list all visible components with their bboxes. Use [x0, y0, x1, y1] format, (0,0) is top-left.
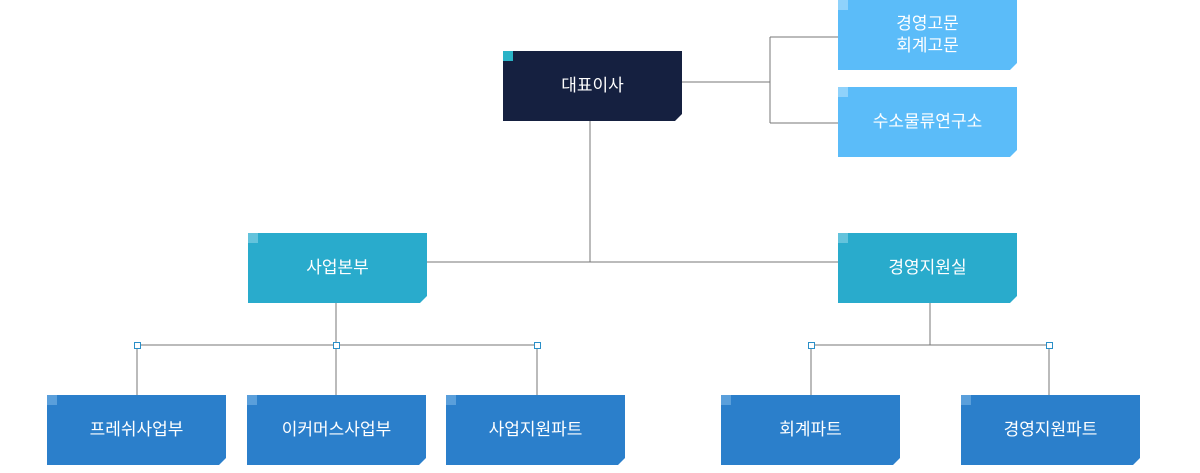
junction-dot-biz-support — [534, 342, 541, 349]
fresh-biz-box: 프레쉬사업부 — [47, 395, 226, 465]
junction-dot-ecommerce — [333, 342, 340, 349]
mgmt-support-label: 경영지원실 — [888, 258, 967, 278]
lab-box: 수소물류연구소 — [838, 87, 1017, 157]
junction-dot-accounting — [808, 342, 815, 349]
mgmt-support-part-box: 경영지원파트 — [961, 395, 1140, 465]
ecommerce-biz-box: 이커머스사업부 — [247, 395, 426, 465]
ceo-label: 대표이사 — [561, 76, 624, 96]
accounting-part-label: 회계파트 — [779, 420, 842, 440]
ceo-box: 대표이사 — [503, 51, 682, 121]
ecommerce-biz-label: 이커머스사업부 — [281, 420, 392, 440]
junction-dot-mgmt-part — [1046, 342, 1053, 349]
biz-support-part-box: 사업지원파트 — [446, 395, 625, 465]
lab-label: 수소물류연구소 — [872, 112, 983, 132]
biz-support-part-label: 사업지원파트 — [488, 420, 583, 440]
advisors-label: 경영고문 회계고문 — [896, 14, 959, 56]
business-hq-box: 사업본부 — [248, 233, 427, 303]
business-hq-label: 사업본부 — [306, 258, 369, 278]
mgmt-support-part-label: 경영지원파트 — [1003, 420, 1098, 440]
fresh-biz-label: 프레쉬사업부 — [89, 420, 184, 440]
mgmt-support-box: 경영지원실 — [838, 233, 1017, 303]
accounting-part-box: 회계파트 — [721, 395, 900, 465]
junction-dot-fresh — [134, 342, 141, 349]
advisors-box: 경영고문 회계고문 — [838, 0, 1017, 70]
